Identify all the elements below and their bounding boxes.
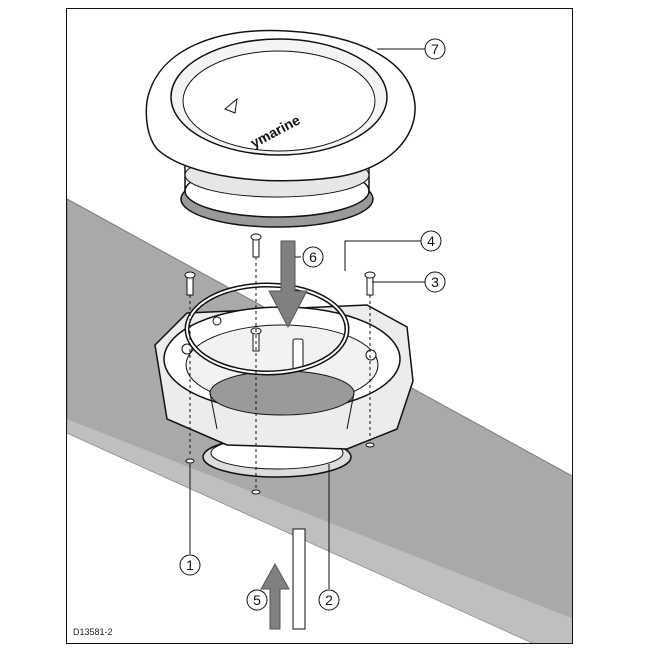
install-arrow-down — [268, 240, 308, 329]
alignment-lines — [189, 257, 371, 489]
callout-5: 5 — [246, 589, 268, 611]
figure-id: D13581-2 — [73, 627, 113, 637]
mounting-base — [154, 304, 414, 450]
leader-lines — [189, 48, 425, 589]
svg-text:2: 2 — [325, 592, 333, 608]
screw — [184, 271, 196, 296]
exploded-view-diagram: ymarine 7 4 6 3 1 2 5 — [67, 29, 572, 643]
callout-7: 7 — [424, 38, 446, 60]
callout-6: 6 — [302, 246, 324, 268]
screw — [364, 271, 376, 296]
callout-3: 3 — [424, 271, 446, 293]
diagram-frame: ymarine 7 4 6 3 1 2 5 — [66, 8, 573, 644]
svg-text:4: 4 — [427, 233, 435, 249]
surface-holes — [185, 442, 375, 495]
svg-text:5: 5 — [253, 592, 261, 608]
svg-text:1: 1 — [186, 557, 194, 573]
svg-text:3: 3 — [431, 274, 439, 290]
cable-feed-arrow-up — [260, 562, 290, 630]
callout-4: 4 — [420, 230, 442, 252]
screw — [250, 233, 262, 258]
callout-1: 1 — [179, 554, 201, 576]
display-unit: ymarine — [145, 29, 416, 228]
o-ring — [184, 282, 350, 376]
callout-2: 2 — [318, 589, 340, 611]
svg-text:7: 7 — [431, 41, 439, 57]
svg-text:6: 6 — [309, 249, 317, 265]
